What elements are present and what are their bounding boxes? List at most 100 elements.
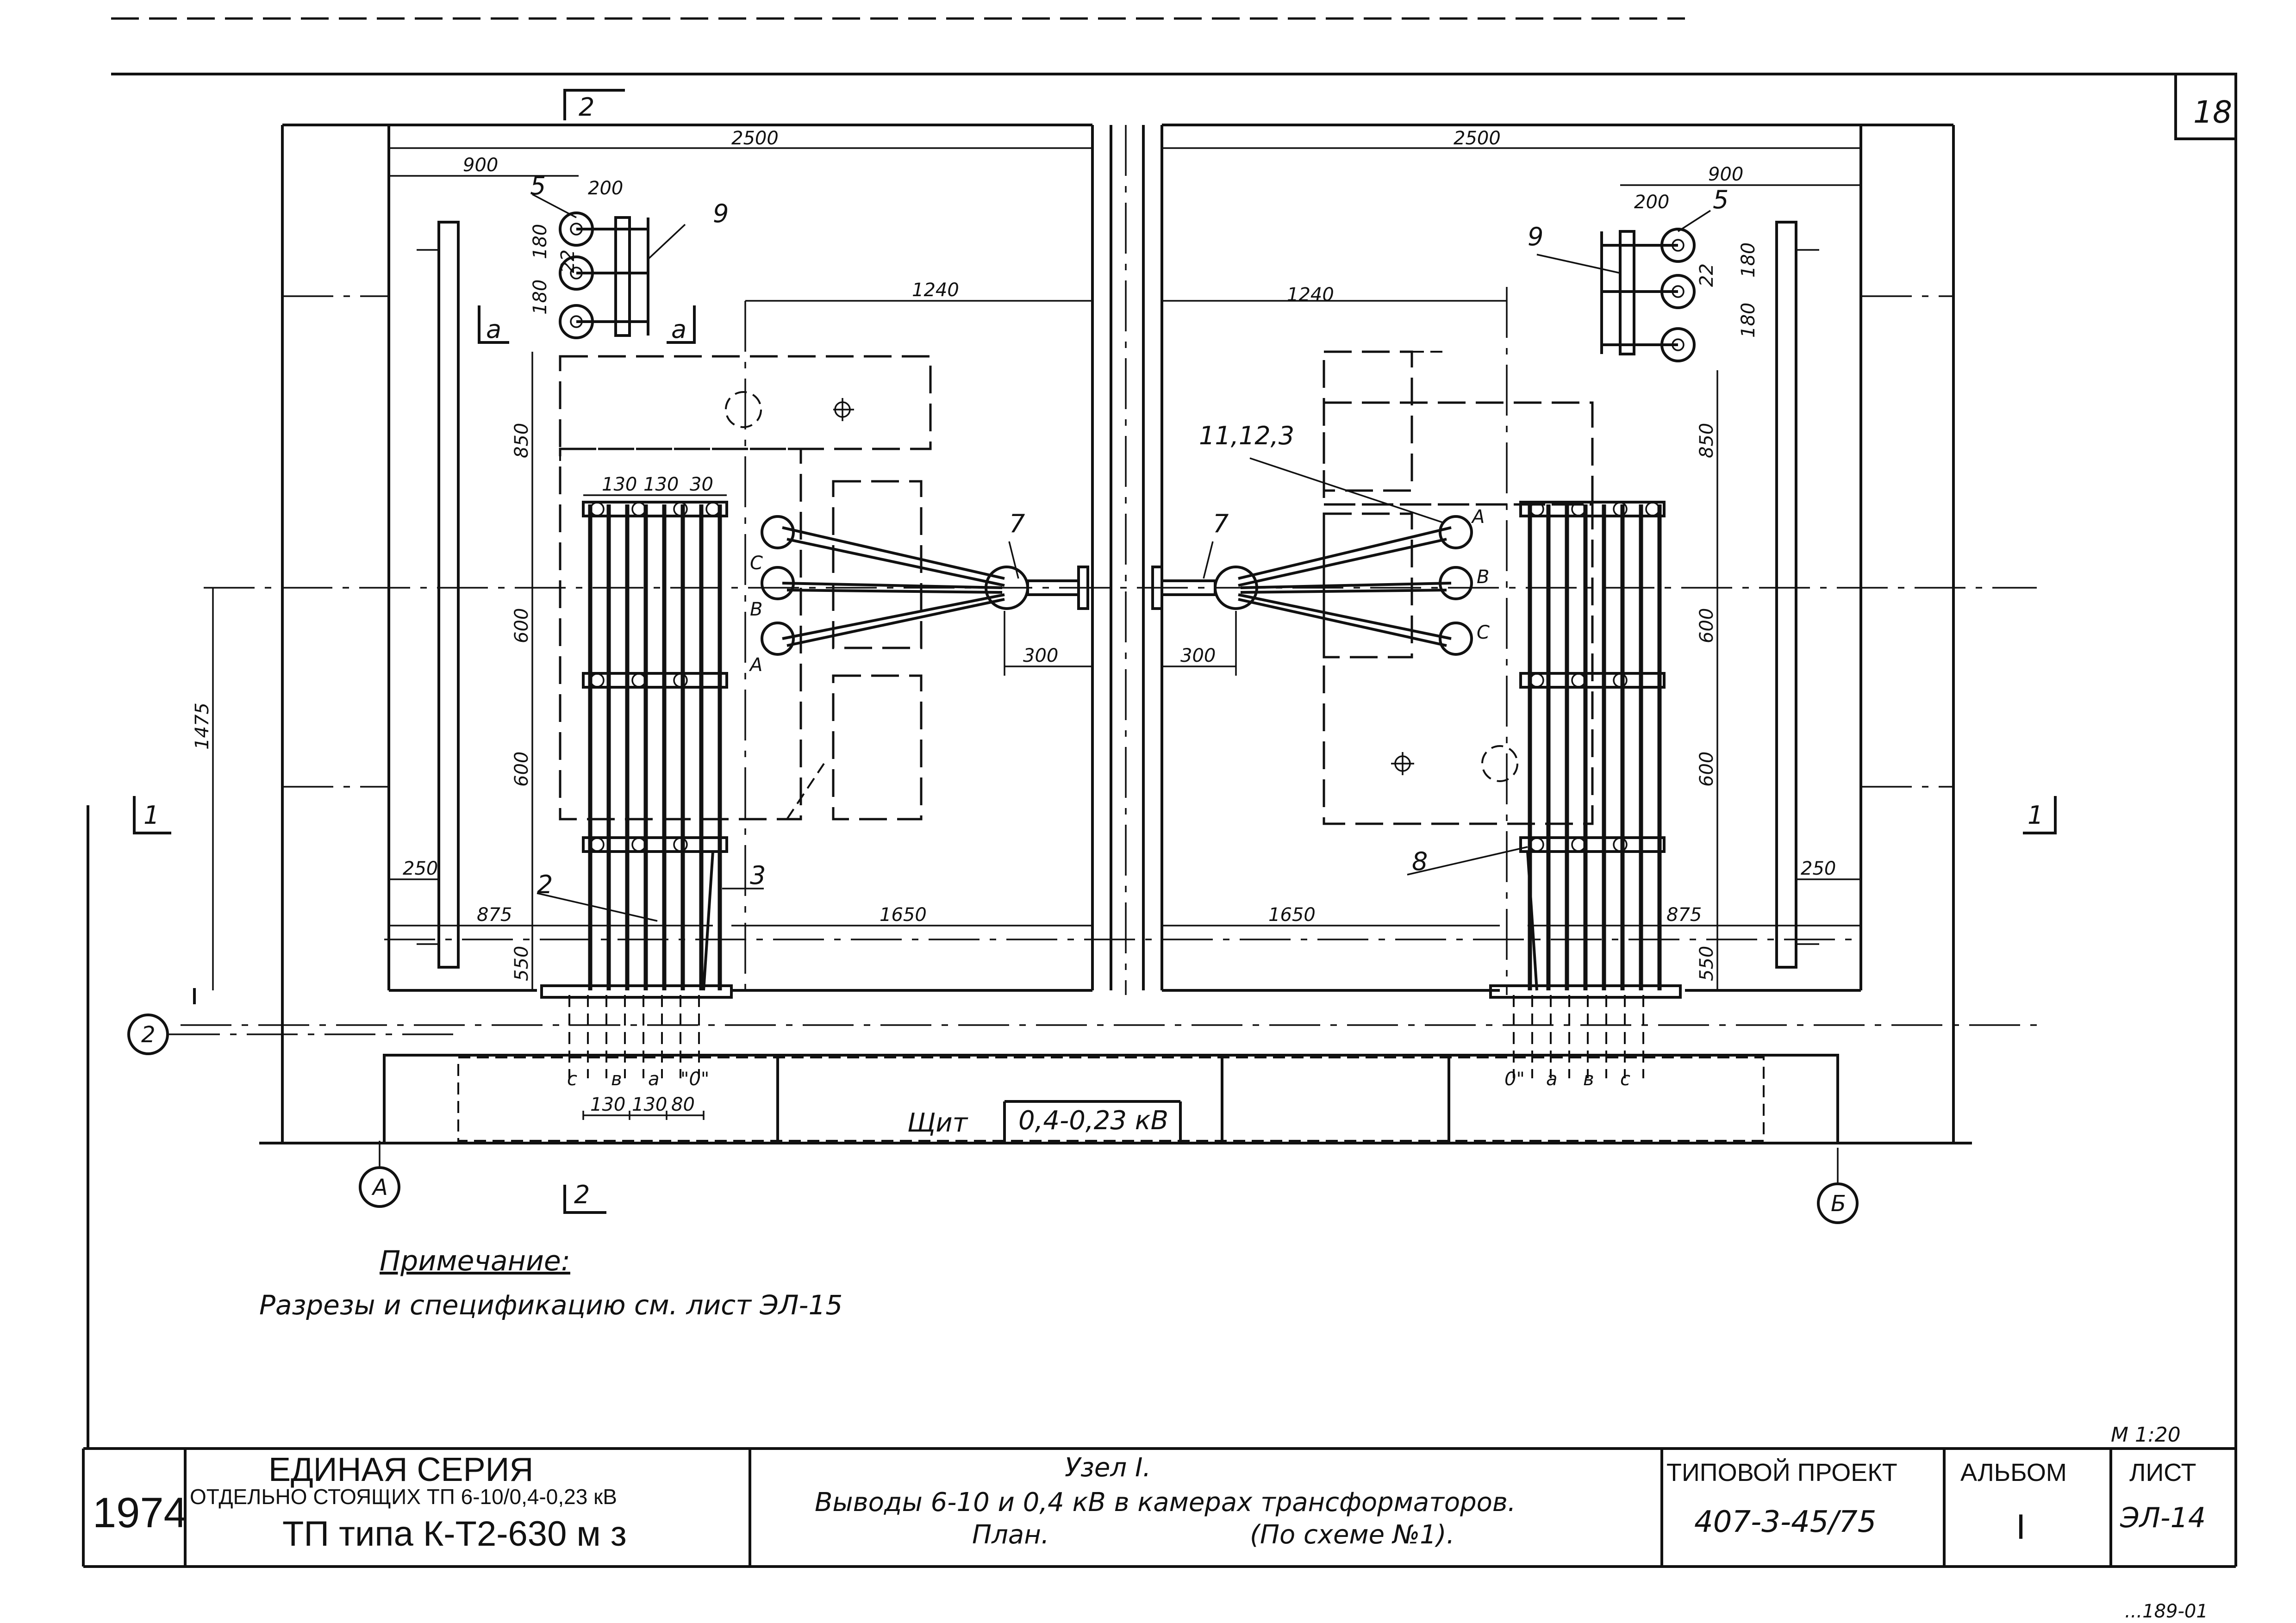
hv-cable-lines-right [1238,526,1452,647]
project-number: 407-3-45/75 [1694,1505,1877,1539]
lv-busbar-bundle [582,501,728,991]
dimension-lines [212,147,1861,990]
pos-7-left: 7 [1009,509,1025,538]
pos-2: 2 [537,870,553,899]
panel-voltage: 0,4-0,23 кВ [1018,1106,1168,1136]
dim-300-right: 300 [1180,645,1216,666]
phase-a-left: А [749,654,762,676]
section-a-left: а [486,315,501,344]
dim-850-right: 850 [1696,423,1717,458]
dim-1240-left: 1240 [912,280,959,301]
sheet-value: ЭЛ-14 [2120,1502,2206,1534]
left-chamber [417,211,1089,999]
sheet-frame [82,17,2237,1568]
section-2-bottom: 2 [574,1180,590,1209]
tp-type: ТП типа К-Т2-630 м з [282,1514,627,1554]
dim-850-left: 850 [511,423,532,458]
description-line-3: (По схеме №1). [1250,1520,1454,1550]
lv-busbar-bundle-right [1519,501,1666,991]
bus-0-right: 0" [1504,1069,1525,1090]
dim-30: 30 [690,474,713,495]
section-a-right: а [671,315,686,344]
pos-11-12-3: 11,12,3 [1199,421,1294,450]
phase-b-right: В [1477,566,1489,588]
series-title: ЕДИНАЯ СЕРИЯ [268,1451,533,1488]
drawing-labels: 2500 2500 900 900 200 200 1240 1240 130 … [141,93,2208,1622]
dim-1240-right: 1240 [1287,284,1334,305]
album-value: I [2016,1507,2026,1547]
section-2-top: 2 [579,93,594,122]
dim-22-left: 22 [557,249,579,273]
dim-900-left: 900 [463,155,498,176]
node-label: Узел I. [1065,1453,1151,1483]
dim-200-right: 200 [1634,192,1669,213]
dim-900-right: 900 [1708,164,1743,185]
footer-code: ...189-01 [2125,1601,2208,1622]
section-markers [127,89,2057,1224]
axis-b-label: Б [1831,1191,1846,1217]
bus-b-left: в [611,1069,622,1090]
hv-cable-lines [782,526,1005,647]
leader-lines [532,193,1711,922]
description-line-2: План. [972,1520,1049,1550]
dim-180-right-b: 180 [1738,303,1759,338]
bus-a-left: а [648,1069,660,1090]
dim-2500-left: 2500 [731,128,779,149]
dim-550-left: 550 [511,946,532,981]
lv-panel [383,995,1839,1144]
title-block [184,1449,2112,1567]
phase-c-left: С [750,553,763,574]
note-title: Примечание: [380,1245,570,1277]
scale-label: М 1:20 [2111,1423,2181,1447]
dim-130-panel-b: 130 [632,1094,667,1115]
dim-1650-right: 1650 [1268,904,1316,926]
dim-22-right: 22 [1696,263,1717,287]
sheet-number: 18 [2193,94,2232,130]
dim-600-left-a: 600 [511,608,532,643]
dim-600-right-a: 600 [1696,608,1717,643]
series-subtitle: ОТДЕЛЬНО СТОЯЩИХ ТП 6-10/0,4-0,23 кВ [190,1485,617,1509]
description-line-1: Выводы 6-10 и 0,4 кВ в камерах трансформ… [815,1487,1516,1517]
pos-9-left: 9 [713,199,729,228]
dim-130-b: 130 [643,474,679,495]
dim-875-right: 875 [1666,904,1702,926]
dim-600-right-b: 600 [1696,752,1717,787]
project-label: ТИПОВОЙ ПРОЕКТ [1666,1458,1897,1486]
dim-300-left: 300 [1023,645,1058,666]
center-axes [181,125,2046,1026]
dim-250-left: 250 [403,858,438,879]
dim-1650-left: 1650 [880,904,927,926]
bus-0-left: "0" [680,1069,709,1090]
phase-a-right: А [1471,506,1485,528]
pos-3: 3 [750,861,766,890]
dim-2500-right: 2500 [1454,128,1501,149]
sheet-label: ЛИСТ [2129,1459,2196,1486]
pos-7-right: 7 [1213,509,1229,538]
phase-c-right: С [1477,622,1490,643]
dim-875-left: 875 [477,904,512,926]
dim-180-right-a: 180 [1738,243,1759,278]
dim-600-left-b: 600 [511,752,532,787]
dim-180-left-b: 180 [530,280,551,315]
dim-130-a: 130 [602,474,637,495]
right-chamber [1151,221,1819,999]
bus-c-right: с [1620,1069,1630,1090]
pos-5-right: 5 [1713,185,1728,214]
section-1-right: 1 [2028,801,2043,830]
axis-a-label: А [371,1175,388,1200]
phase-b-left: В [750,599,762,620]
section-1-left: 1 [144,801,159,830]
panel-label: Щит [907,1108,968,1138]
title-year: 1974 [93,1489,187,1536]
dim-180-left-a: 180 [530,224,551,259]
dim-130-panel-a: 130 [590,1094,625,1115]
pos-8: 8 [1412,847,1428,876]
album-label: АЛЬБОМ [1960,1459,2067,1486]
pos-5-left: 5 [530,171,546,200]
note-text: Разрезы и спецификацию см. лист ЭЛ-15 [259,1289,842,1321]
dim-200-left: 200 [588,178,623,199]
pos-9-right: 9 [1528,222,1543,251]
dim-250-right: 250 [1801,858,1836,879]
bus-a-right: а [1546,1069,1558,1090]
